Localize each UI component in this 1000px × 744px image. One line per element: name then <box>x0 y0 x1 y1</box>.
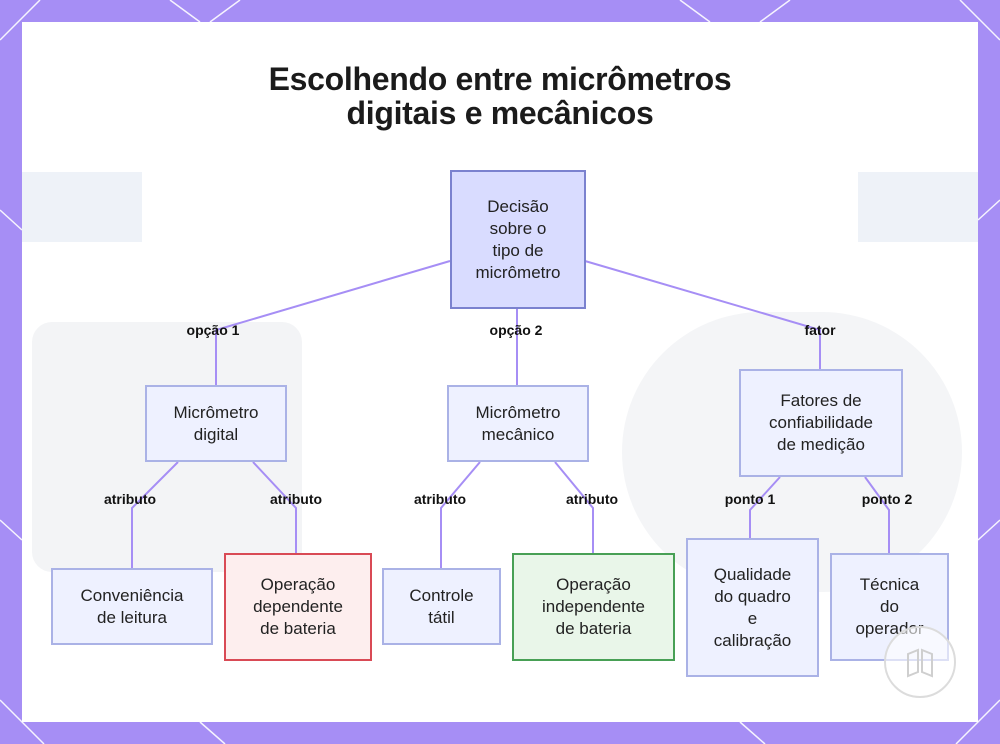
node-tactile-control: Controle tátil <box>382 568 501 645</box>
edge-fatores-tecnica <box>865 477 889 553</box>
edge-mecanico-controle <box>441 462 480 568</box>
edge-label-atributo: atributo <box>104 491 156 507</box>
node-digital-micrometer: Micrômetro digital <box>145 385 287 462</box>
node-root-decision: Decisão sobre o tipo de micrômetro <box>450 170 586 309</box>
edge-label-atributo: atributo <box>414 491 466 507</box>
edge-root-digital <box>216 261 450 386</box>
edge-label-opcao-1: opção 1 <box>187 322 240 338</box>
edge-label-fator: fator <box>804 322 835 338</box>
edge-mecanico-bateria <box>555 462 593 553</box>
edge-digital-conveniencia <box>132 462 178 568</box>
edge-label-ponto-2: ponto 2 <box>862 491 913 507</box>
napkin-logo-icon <box>884 626 956 698</box>
edge-fatores-qualidade <box>750 477 780 538</box>
edge-label-atributo: atributo <box>270 491 322 507</box>
node-battery-independent: Operação independente de bateria <box>512 553 675 661</box>
node-reading-convenience: Conveniência de leitura <box>51 568 213 645</box>
edge-label-ponto-1: ponto 1 <box>725 491 776 507</box>
edge-label-atributo: atributo <box>566 491 618 507</box>
node-battery-dependent: Operação dependente de bateria <box>224 553 372 661</box>
edge-label-opcao-2: opção 2 <box>490 322 543 338</box>
node-frame-quality-calibration: Qualidade do quadro e calibração <box>686 538 819 677</box>
node-reliability-factors: Fatores de confiabilidade de medição <box>739 369 903 477</box>
node-mechanical-micrometer: Micrômetro mecânico <box>447 385 589 462</box>
edge-root-fatores <box>585 261 820 370</box>
edge-digital-bateria <box>253 462 296 553</box>
